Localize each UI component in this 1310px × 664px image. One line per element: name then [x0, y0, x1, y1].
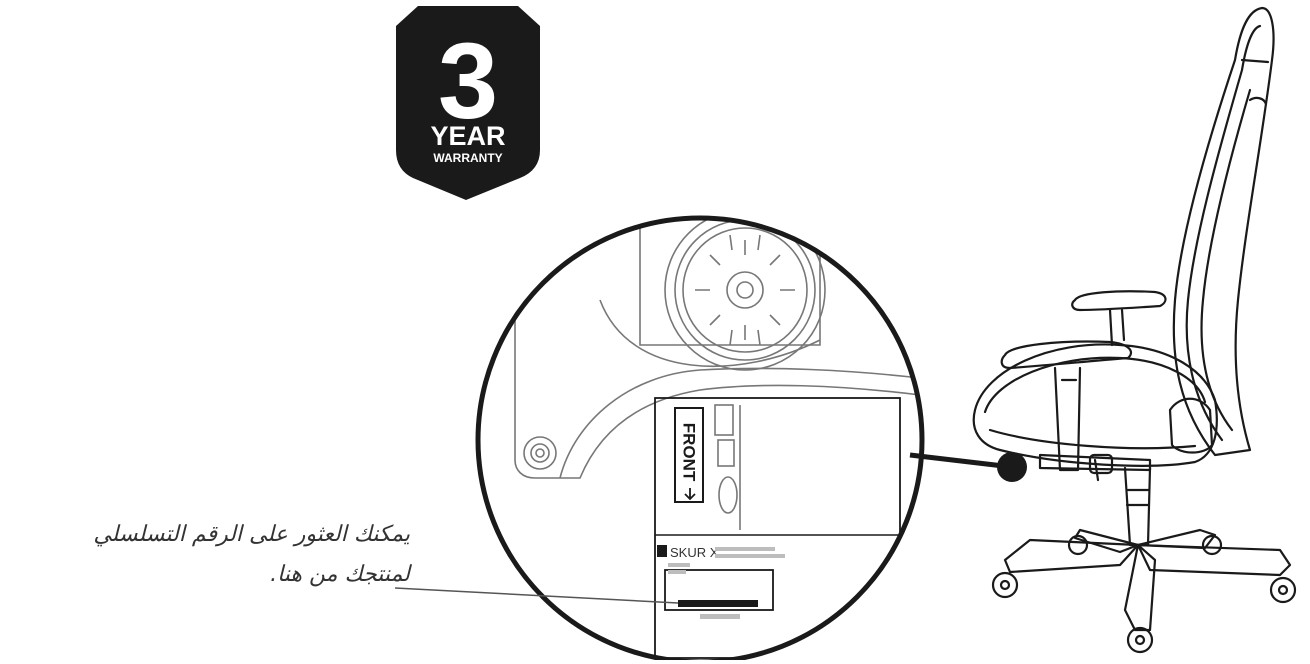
serial-number-callout: يمكنك العثور على الرقم التسلسلي لمنتجك م…: [80, 515, 410, 595]
magnifier-view: FRONT SKUR X: [478, 210, 922, 660]
chair-backrest: [1174, 8, 1274, 455]
warranty-badge: 3 YEAR WARRANTY: [396, 6, 540, 200]
gray-bar: [668, 563, 690, 567]
chair-base: [1005, 540, 1138, 572]
gaming-chair: [974, 8, 1295, 652]
chair-cylinder: [1125, 468, 1150, 545]
badge-year: YEAR: [430, 121, 505, 151]
leader-dot: [997, 452, 1027, 482]
serial-number-bar: [678, 600, 758, 607]
callout-line-2: لمنتجك من هنا.: [80, 555, 410, 595]
gray-bar: [700, 614, 740, 619]
leader-line: [910, 455, 1012, 467]
chair-armrest-back: [1072, 291, 1165, 310]
callout-line-1: يمكنك العثور على الرقم التسلسلي: [80, 515, 410, 555]
gray-bar: [715, 547, 775, 551]
chair-caster: [1128, 628, 1152, 652]
model-label: SKUR X: [670, 545, 719, 560]
chair-caster: [993, 573, 1017, 597]
chair-caster: [1271, 578, 1295, 602]
badge-warranty: WARRANTY: [433, 151, 502, 165]
gray-bar: [715, 554, 785, 558]
front-label: FRONT: [680, 423, 699, 482]
gray-bar: [668, 570, 686, 574]
